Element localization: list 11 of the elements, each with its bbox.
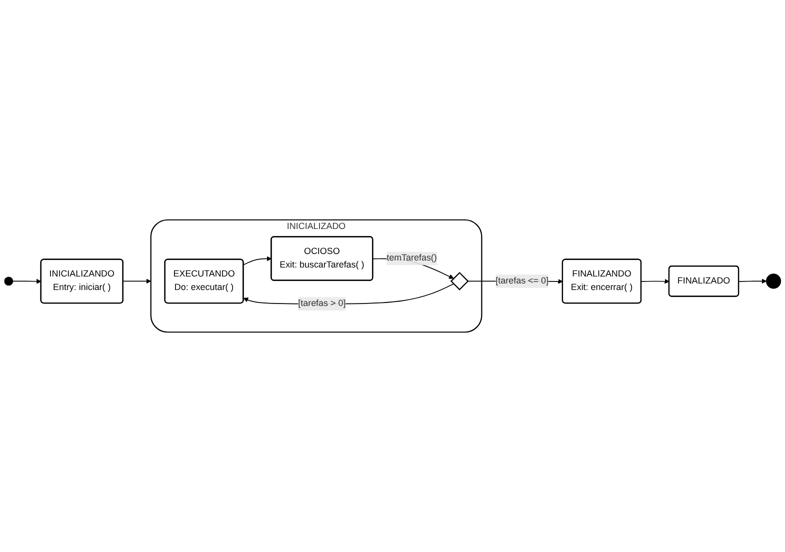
arrow	[738, 278, 767, 284]
arrow	[640, 278, 670, 284]
arrow	[12, 278, 42, 284]
arrow	[122, 278, 152, 284]
node-bullseye	[766, 274, 782, 289]
edge-label: [tarefas <= 0]	[496, 276, 548, 286]
node-diamond	[450, 272, 469, 290]
edge-label: [tarefas > 0]	[298, 298, 346, 308]
edge-label: temTarefas()	[386, 253, 437, 263]
arrow	[243, 256, 272, 266]
node-circle	[4, 276, 14, 286]
